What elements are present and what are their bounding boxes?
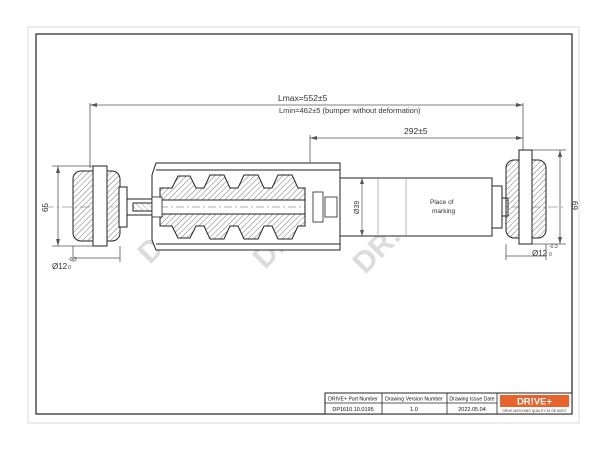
left-bushing (72, 165, 128, 247)
left-bore-tol-upper: -0.3 (68, 257, 77, 263)
length-dimension (89, 103, 524, 168)
left-bore-tol-lower: 0 (68, 265, 71, 271)
value-issue-date: 2022.05.04 (458, 407, 486, 413)
stroke-label: 292±5 (404, 126, 428, 136)
rod-fitting (151, 191, 338, 223)
outer-frame (27, 26, 580, 424)
left-bore-label: Ø12 (52, 262, 68, 271)
header-issue-date: Drawing Issue Date (449, 397, 494, 403)
right-height-dimension (505, 149, 566, 260)
cylinder-body (339, 177, 509, 237)
logo-tagline: DR!VE MATCHING QUALITY AT OE MOST (502, 409, 566, 413)
left-height-label: 65 (41, 203, 50, 212)
right-bore-tol-upper: -0.3 (549, 244, 558, 250)
body-diameter-label: Ø39 (354, 201, 361, 214)
drawing-border (35, 33, 573, 415)
right-bore-label: Ø12 (532, 249, 548, 258)
body-diameter-dimension (360, 178, 364, 236)
drive-plus-logo: DR!VE+ DR!VE MATCHING QUALITY AT OE MOST (500, 395, 569, 413)
header-part-number: DRIVE+ Part Number (328, 397, 378, 403)
lmax-label: Lmax=552±5 (278, 93, 328, 103)
right-bushing (505, 149, 547, 245)
value-part-number: DP1610.10.0195 (332, 407, 373, 413)
left-height-dimension (52, 165, 121, 262)
marking-note-line2: marking (432, 208, 456, 215)
lmin-label: Lmin=462±5 (bumper without deformation) (279, 106, 421, 115)
logo-text: DR!VE+ (517, 397, 553, 408)
right-bore-tol-lower: 0 (549, 252, 552, 258)
header-version: Drawing Version Number (385, 397, 443, 403)
value-version: 1.0 (410, 407, 418, 413)
marking-note-line1: Place of (430, 199, 454, 206)
title-block: DRIVE+ Part Number Drawing Version Numbe… (324, 392, 573, 415)
right-height-label: 69 (570, 201, 579, 210)
